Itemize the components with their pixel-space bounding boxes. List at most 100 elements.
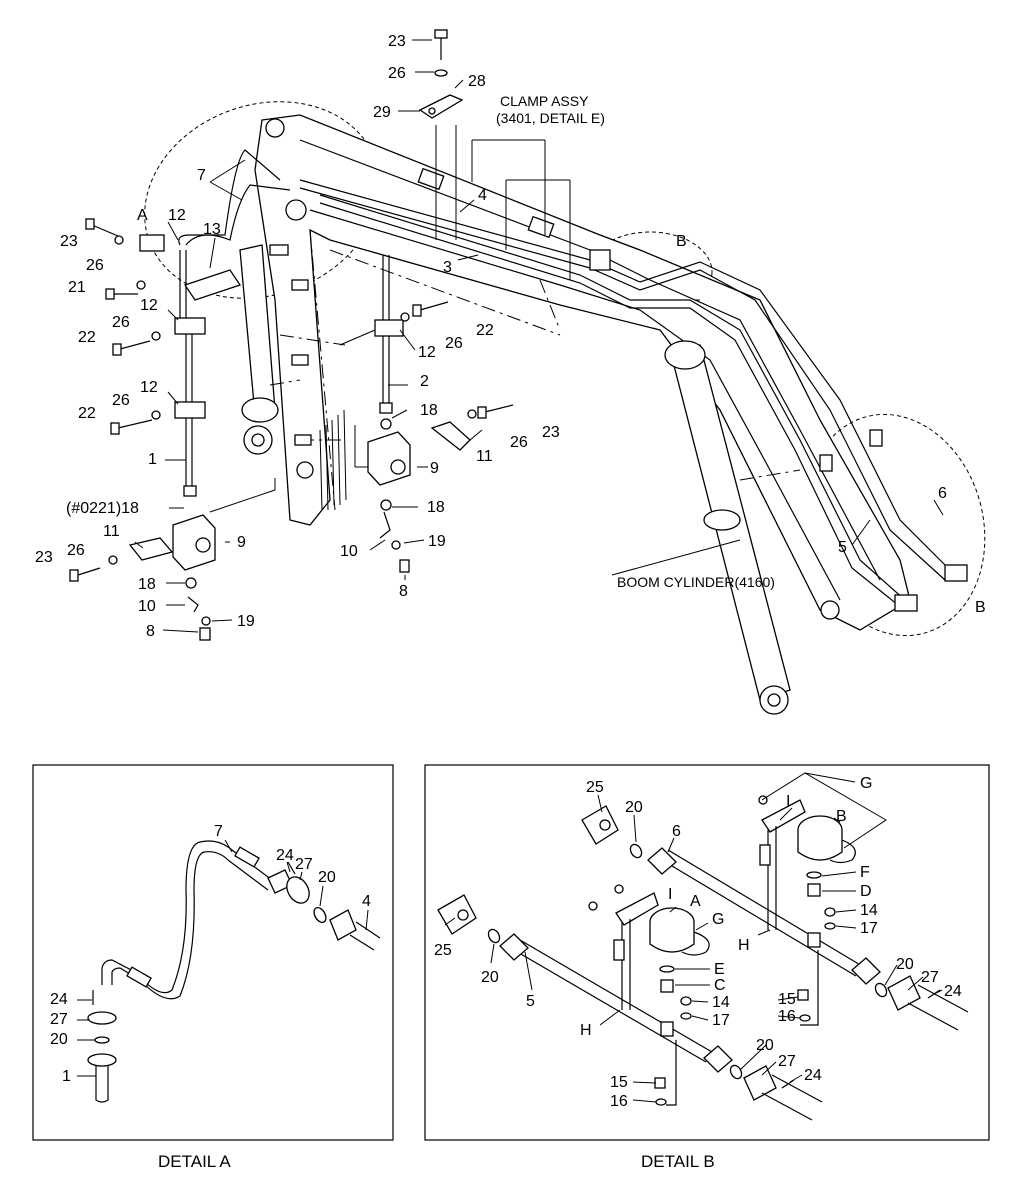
callout-10-lower: 10 xyxy=(138,598,156,615)
callout-12-mid: 12 xyxy=(418,344,436,361)
callout-22-mid: 22 xyxy=(476,322,494,339)
callout-4: 4 xyxy=(478,187,487,204)
detail-b-G-bracket xyxy=(761,772,887,849)
detail-b-pipe-5 xyxy=(437,894,823,1121)
detail-a-hose xyxy=(101,840,273,994)
detail-a-labels: 7 24 27 20 4 24 27 20 1 xyxy=(50,823,371,1085)
callout-12-b: 12 xyxy=(140,297,158,314)
detail-b-callout-15-right: 15 xyxy=(778,991,796,1008)
callout-22-left-b: 22 xyxy=(78,405,96,422)
pipe-7 xyxy=(178,149,281,246)
detail-a-callout-20-top: 20 xyxy=(318,869,336,886)
detail-a-lower-flange xyxy=(87,990,117,1103)
detail-b-callout-17-low: 17 xyxy=(712,1012,730,1029)
pipe-7-b xyxy=(185,184,291,246)
centre-lines xyxy=(269,229,801,511)
top-bolt-group xyxy=(418,29,464,119)
detail-b-circle-bottom xyxy=(804,413,986,637)
callout-23-left: 23 xyxy=(60,233,78,250)
boom-pin-top xyxy=(265,118,285,138)
detail-a: 7 24 27 20 4 24 27 20 1 DETAIL A xyxy=(32,764,394,1171)
detail-b-callout-24-low: 24 xyxy=(804,1067,822,1084)
callout-2: 2 xyxy=(420,373,429,390)
callout-22-left-a: 22 xyxy=(78,329,96,346)
detail-b-callout-20-top: 20 xyxy=(625,799,643,816)
callout-5: 5 xyxy=(838,539,847,556)
detail-b-callout-H-top: H xyxy=(738,937,750,954)
detail-a-callout-1: 1 xyxy=(62,1068,71,1085)
callout-18-0221: (#0221)18 xyxy=(66,500,139,517)
valve-9-mid xyxy=(367,418,471,573)
callout-13: 13 xyxy=(203,221,221,238)
callout-26-mid: 26 xyxy=(445,335,463,352)
callout-B-top: B xyxy=(676,233,687,250)
detail-b: 25 20 6 G I B F D 14 17 H 20 27 24 15 16… xyxy=(424,764,990,1171)
callout-6: 6 xyxy=(938,485,947,502)
detail-a-leaders xyxy=(77,839,369,1077)
callout-26-left-c: 26 xyxy=(112,392,130,409)
callout-A-main: A xyxy=(137,207,148,224)
detail-b-frame xyxy=(424,764,990,1141)
detail-b-callout-E: E xyxy=(714,961,725,978)
detail-b-callout-G-top: G xyxy=(860,775,872,792)
callout-3: 3 xyxy=(443,259,452,276)
detail-b-callout-I-low: I xyxy=(668,886,672,903)
detail-a-callout-24-top: 24 xyxy=(276,847,294,864)
callout-19-lower: 19 xyxy=(237,613,255,630)
callout-26-lower: 26 xyxy=(67,542,85,559)
callout-26-mid-b: 26 xyxy=(510,434,528,451)
callout-23-mid: 23 xyxy=(542,424,560,441)
bolts-left xyxy=(85,218,161,435)
detail-b-switch-A xyxy=(588,884,710,1106)
callout-29: 29 xyxy=(373,104,391,121)
bolts-mid xyxy=(400,301,514,419)
callout-1: 1 xyxy=(148,451,157,468)
callout-26-top: 26 xyxy=(388,65,406,82)
detail-b-leaders xyxy=(444,794,943,1103)
detail-a-callout-27-top: 27 xyxy=(295,856,313,873)
detail-a-caption: DETAIL A xyxy=(158,1152,231,1171)
detail-b-switch-B xyxy=(758,795,856,1026)
callout-11-mid: 11 xyxy=(476,448,493,465)
callout-21: 21 xyxy=(68,279,86,296)
detail-b-callout-27-right: 27 xyxy=(921,969,939,986)
callout-9-mid: 9 xyxy=(430,460,439,477)
callout-10-mid: 10 xyxy=(340,543,358,560)
detail-b-callout-20-left: 20 xyxy=(481,969,499,986)
detail-a-frame xyxy=(32,764,394,1141)
detail-b-callout-24-right: 24 xyxy=(944,983,962,1000)
main-assembly: 23 26 28 29 7 4 3 2 1 A 12 13 23 26 21 1… xyxy=(35,29,986,715)
callout-11-left: 11 xyxy=(103,523,120,540)
detail-a-callout-24: 24 xyxy=(50,991,68,1008)
callout-7: 7 xyxy=(197,167,206,184)
callout-8-mid: 8 xyxy=(399,583,408,600)
note-clamp-assy-ref: (3401, DETAIL E) xyxy=(496,110,605,126)
callout-23-lower: 23 xyxy=(35,549,53,566)
callout-28: 28 xyxy=(468,73,486,90)
callout-18-mid-top: 18 xyxy=(420,402,438,419)
callout-B-bottom: B xyxy=(975,599,986,616)
detail-b-callout-H-low: H xyxy=(580,1022,592,1039)
boom-side-blocks xyxy=(269,244,312,446)
detail-b-callout-D: D xyxy=(860,883,872,900)
detail-b-callout-16-low: 16 xyxy=(610,1093,628,1110)
callout-26-left-b: 26 xyxy=(112,314,130,331)
detail-a-hose-band-high xyxy=(234,846,260,868)
detail-b-callout-14-low: 14 xyxy=(712,994,730,1011)
boom-inner-line-2 xyxy=(309,209,841,601)
detail-b-caption: DETAIL B xyxy=(641,1152,715,1171)
boom-ribs xyxy=(319,409,347,511)
leader-lines xyxy=(134,39,944,633)
arm-cylinder xyxy=(239,244,279,455)
valve-9-left xyxy=(69,514,216,641)
detail-b-callout-A: A xyxy=(690,893,701,910)
detail-b-callout-20-right: 20 xyxy=(896,956,914,973)
boom-body xyxy=(254,114,911,631)
detail-b-callout-B: B xyxy=(836,808,847,825)
detail-b-callout-16-right: 16 xyxy=(778,1008,796,1025)
detail-b-callout-15-low: 15 xyxy=(610,1074,628,1091)
detail-b-callout-25-top: 25 xyxy=(586,779,604,796)
note-boom-cylinder: BOOM CYLINDER(4160) xyxy=(617,574,775,590)
detail-b-callout-F: F xyxy=(860,864,870,881)
callout-9-left: 9 xyxy=(237,534,246,551)
